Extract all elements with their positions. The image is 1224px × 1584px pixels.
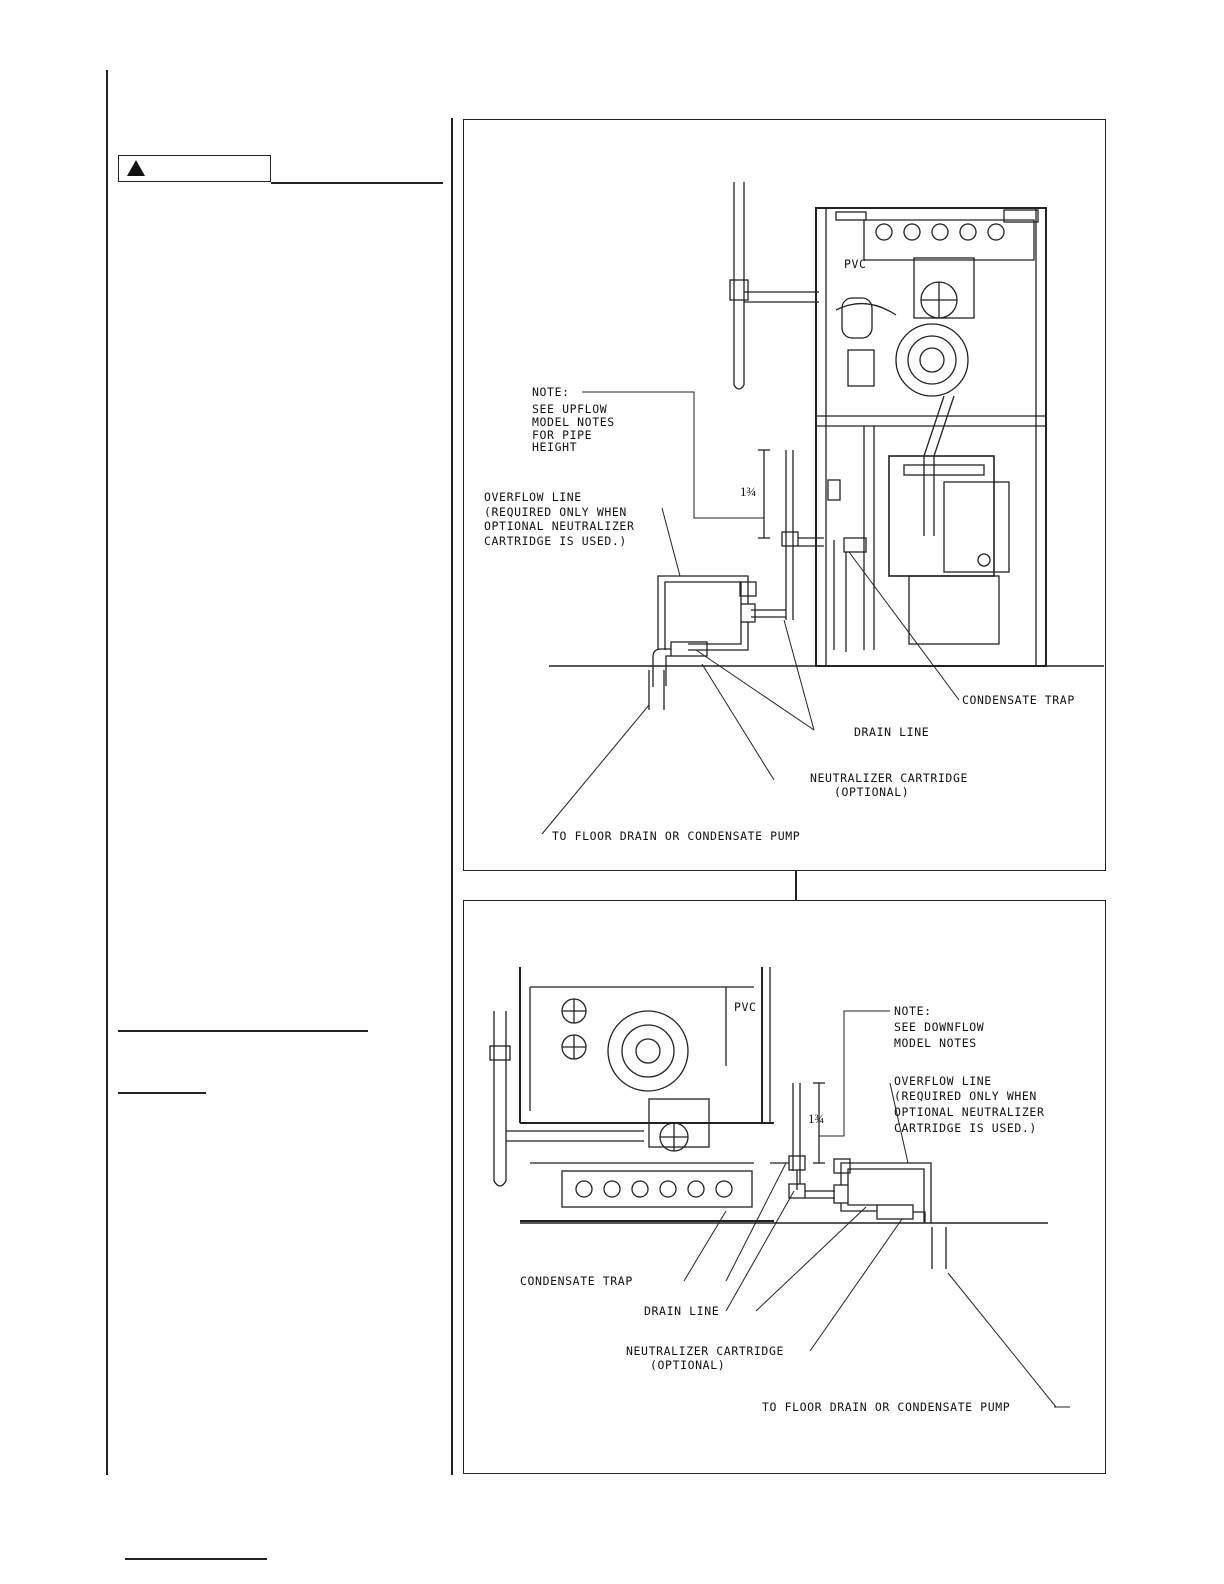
svg-text:MODEL NOTES: MODEL NOTES (532, 415, 615, 429)
svg-text:OPTIONAL NEUTRALIZER: OPTIONAL NEUTRALIZER (484, 519, 634, 533)
warning-header-box (118, 155, 271, 182)
upflow-diagram: PVC NOTE: SEE UPFLOW MODEL NOTES FOR PIP… (484, 182, 1104, 843)
svg-text:(REQUIRED ONLY WHEN: (REQUIRED ONLY WHEN (484, 505, 627, 519)
svg-text:NOTE:: NOTE: (894, 1004, 932, 1018)
upflow-note-label: NOTE: SEE UPFLOW MODEL NOTES FOR PIPE HE… (532, 385, 615, 454)
svg-text:NEUTRALIZER CARTRIDGE: NEUTRALIZER CARTRIDGE (810, 771, 968, 785)
downflow-note-label: NOTE: SEE DOWNFLOW MODEL NOTES (894, 1004, 984, 1050)
downflow-pvc-label: PVC (734, 1000, 757, 1014)
downflow-drain-line-label: DRAIN LINE (644, 1304, 719, 1318)
svg-text:FOR PIPE: FOR PIPE (532, 428, 592, 442)
svg-text:HEIGHT: HEIGHT (532, 440, 577, 454)
svg-text:NEUTRALIZER CARTRIDGE: NEUTRALIZER CARTRIDGE (626, 1344, 784, 1358)
column-divider-rule (451, 118, 453, 1475)
svg-text:OPTIONAL NEUTRALIZER: OPTIONAL NEUTRALIZER (894, 1105, 1044, 1119)
upflow-neutralizer-label: NEUTRALIZER CARTRIDGE (OPTIONAL) (810, 771, 968, 799)
svg-text:SEE DOWNFLOW: SEE DOWNFLOW (894, 1020, 984, 1034)
downflow-diagram-panel: PVC NOTE: SEE DOWNFLOW MODEL NOTES 1¾ OV… (463, 900, 1106, 1474)
left-margin-rule (106, 70, 108, 1475)
upflow-drain-line-label: DRAIN LINE (854, 725, 929, 739)
upflow-overflow-label: OVERFLOW LINE (REQUIRED ONLY WHEN OPTION… (484, 490, 634, 548)
warning-triangle-icon (127, 160, 145, 176)
svg-text:(OPTIONAL): (OPTIONAL) (834, 785, 909, 799)
svg-text:MODEL NOTES: MODEL NOTES (894, 1036, 977, 1050)
downflow-neutralizer-label: NEUTRALIZER CARTRIDGE (OPTIONAL) (626, 1344, 784, 1372)
svg-text:OVERFLOW LINE: OVERFLOW LINE (894, 1074, 992, 1088)
upflow-diagram-panel: PVC NOTE: SEE UPFLOW MODEL NOTES FOR PIP… (463, 119, 1106, 871)
section-rule (118, 1030, 368, 1032)
svg-text:(REQUIRED ONLY WHEN: (REQUIRED ONLY WHEN (894, 1089, 1037, 1103)
svg-text:OVERFLOW LINE: OVERFLOW LINE (484, 490, 582, 504)
upflow-floor-drain-label: TO FLOOR DRAIN OR CONDENSATE PUMP (552, 829, 800, 843)
downflow-dimension-label: 1¾ (808, 1111, 824, 1126)
downflow-diagram: PVC NOTE: SEE DOWNFLOW MODEL NOTES 1¾ OV… (489, 967, 1070, 1414)
svg-text:CARTRIDGE IS USED.): CARTRIDGE IS USED.) (894, 1121, 1037, 1135)
upflow-pvc-label: PVC (844, 257, 867, 271)
warning-header-rule (271, 182, 443, 184)
svg-text:NOTE:: NOTE: (532, 385, 570, 399)
svg-text:CARTRIDGE IS USED.): CARTRIDGE IS USED.) (484, 534, 627, 548)
downflow-floor-drain-label: TO FLOOR DRAIN OR CONDENSATE PUMP (762, 1400, 1010, 1414)
subsection-rule (118, 1092, 206, 1094)
panel-connector-rule (795, 870, 797, 900)
svg-text:(OPTIONAL): (OPTIONAL) (650, 1358, 725, 1372)
upflow-dimension-label: 1¾ (740, 484, 756, 499)
upflow-condensate-trap-label: CONDENSATE TRAP (962, 693, 1075, 707)
svg-text:SEE UPFLOW: SEE UPFLOW (532, 402, 607, 416)
downflow-overflow-label: OVERFLOW LINE (REQUIRED ONLY WHEN OPTION… (894, 1074, 1044, 1135)
footer-rule (125, 1558, 267, 1560)
downflow-condensate-trap-label: CONDENSATE TRAP (520, 1274, 633, 1288)
